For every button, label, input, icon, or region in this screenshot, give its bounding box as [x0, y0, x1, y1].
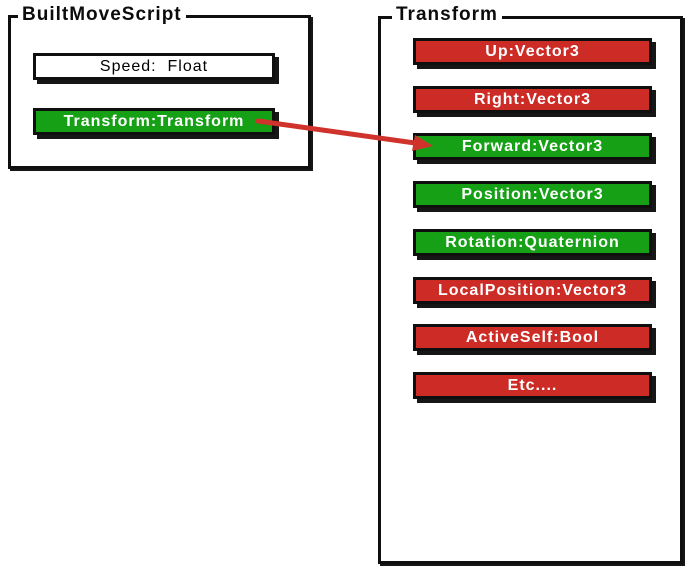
position-vector3-member[interactable]: Position:Vector3: [413, 181, 652, 208]
forward-vector3-member[interactable]: Forward:Vector3: [413, 133, 652, 160]
transform-group-box: [378, 16, 683, 564]
builtmovescript-group-title: BuiltMoveScript: [18, 3, 186, 27]
builtmovescript-group-box: [8, 15, 311, 169]
right-vector3-member[interactable]: Right:Vector3: [413, 86, 652, 113]
activeself-bool-member[interactable]: ActiveSelf:Bool: [413, 324, 652, 351]
transform-transform-field[interactable]: Transform:Transform: [33, 108, 275, 135]
rotation-quaternion-member[interactable]: Rotation:Quaternion: [413, 229, 652, 256]
speed-float-field[interactable]: Speed: Float: [33, 53, 275, 80]
up-vector3-member[interactable]: Up:Vector3: [413, 38, 652, 65]
transform-group-title: Transform: [392, 3, 502, 27]
etc-member[interactable]: Etc....: [413, 372, 652, 399]
localposition-vector3-member[interactable]: LocalPosition:Vector3: [413, 277, 652, 304]
